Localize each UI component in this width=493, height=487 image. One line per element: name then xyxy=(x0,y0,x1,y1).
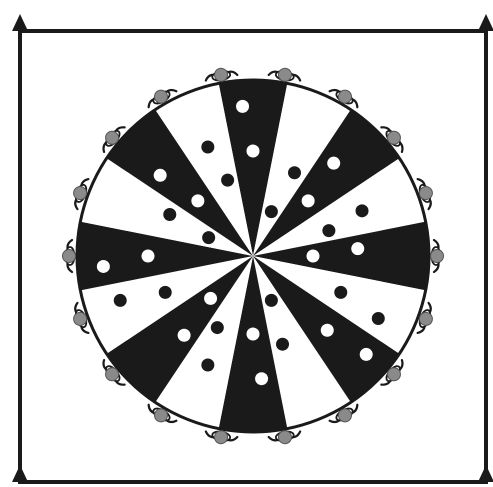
dot-icon xyxy=(114,294,127,307)
dot-icon xyxy=(154,169,167,182)
dot-icon xyxy=(211,321,224,334)
dot-icon xyxy=(327,157,340,170)
dot-icon xyxy=(159,286,172,299)
dot-icon xyxy=(247,328,260,341)
dot-icon xyxy=(201,359,214,372)
dot-icon xyxy=(201,140,214,153)
dot-icon xyxy=(202,231,215,244)
dot-icon xyxy=(302,194,315,207)
dot-icon xyxy=(307,250,320,263)
dot-icon xyxy=(351,242,364,255)
dot-icon xyxy=(265,205,278,218)
dot-icon xyxy=(356,204,369,217)
dot-icon xyxy=(322,224,335,237)
dot-icon xyxy=(204,292,217,305)
dot-icon xyxy=(334,286,347,299)
dot-icon xyxy=(97,260,110,273)
dot-icon xyxy=(178,329,191,342)
dot-icon xyxy=(288,166,301,179)
dot-icon xyxy=(191,194,204,207)
dot-icon xyxy=(372,312,385,325)
dot-icon xyxy=(142,250,155,263)
dot-icon xyxy=(276,338,289,351)
dot-icon xyxy=(236,100,249,113)
dot-icon xyxy=(265,294,278,307)
dot-icon xyxy=(360,348,373,361)
dot-icon xyxy=(163,208,176,221)
dot-icon xyxy=(255,372,268,385)
pie-segments xyxy=(77,80,429,432)
dot-icon xyxy=(247,145,260,158)
dot-icon xyxy=(221,174,234,187)
dot-icon xyxy=(321,324,334,337)
